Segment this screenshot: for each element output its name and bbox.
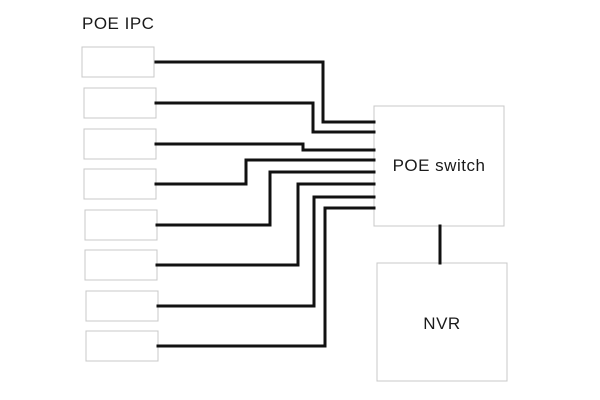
- wire-camera-6: [155, 182, 376, 267]
- camera-box-3: [83, 128, 157, 160]
- nvr-box: [376, 262, 508, 382]
- wire-camera-8: [156, 206, 376, 348]
- wire-camera-3: [154, 142, 376, 152]
- camera-box-5: [84, 209, 158, 241]
- poe-switch-label: POE switch: [392, 156, 486, 175]
- poe-switch-box: [373, 105, 505, 227]
- wire-camera-4: [154, 158, 376, 186]
- nvr-label: NVR: [423, 314, 461, 333]
- wire-camera-1: [154, 60, 376, 124]
- camera-box-6: [84, 249, 158, 281]
- camera-box-2: [83, 87, 157, 119]
- camera-box-4: [83, 168, 157, 200]
- wire-camera-5: [155, 170, 376, 227]
- wire-camera-2: [154, 101, 376, 134]
- wire-camera-7: [156, 195, 376, 308]
- ipc-group-title: POE IPC: [82, 14, 155, 33]
- camera-box-1: [81, 46, 155, 78]
- camera-box-7: [85, 290, 159, 322]
- camera-box-8: [85, 330, 159, 362]
